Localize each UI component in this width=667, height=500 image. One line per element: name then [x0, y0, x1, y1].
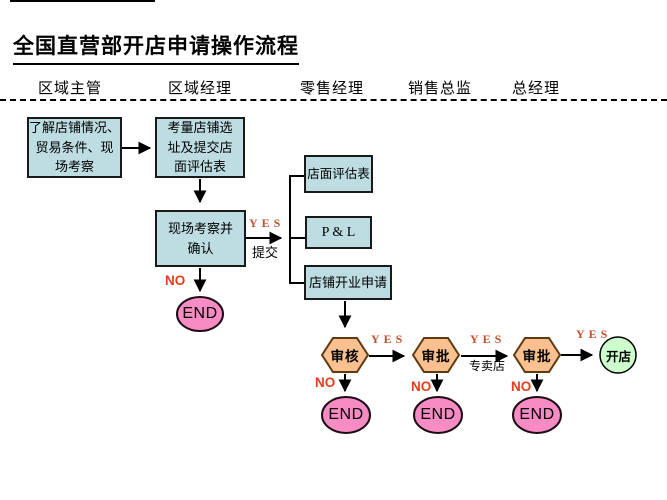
- process-line: 考量店铺选: [167, 120, 233, 136]
- end1-label: END: [182, 305, 218, 322]
- review-hexagon: [320, 337, 370, 373]
- yes-label-2: YES: [371, 332, 407, 346]
- franchise-label: 专卖店: [469, 359, 506, 373]
- process-line: 面评估表: [173, 159, 226, 175]
- end4-ellipse: [512, 396, 562, 434]
- yes-label-3: YES: [470, 332, 506, 346]
- process-line: 了解店铺情况、: [29, 120, 121, 136]
- submit-label: 提交: [252, 245, 279, 260]
- process-line: 址及提交店: [167, 139, 233, 155]
- approve2-hexagon: [512, 337, 562, 373]
- process-line: 店铺开业申请: [308, 274, 387, 290]
- end1-ellipse: [176, 296, 224, 332]
- approve1-hexagon: [411, 337, 461, 373]
- lane-header-area-supervisor: 区域主管: [38, 81, 103, 97]
- lane-separator-dashed-line: [0, 99, 667, 101]
- process-line: 场考察: [54, 159, 94, 175]
- yes-label-submit: YES: [249, 216, 285, 230]
- process-store-eval-form: 店面评估表: [304, 155, 373, 193]
- lane-header-area-manager: 区域经理: [168, 81, 233, 97]
- no-label-3: NO: [411, 379, 432, 394]
- process-line: 贸易条件、现: [35, 139, 114, 155]
- yes-label-4: YES: [576, 327, 612, 341]
- process-pnl: P & L: [305, 216, 372, 249]
- approve1-label: 审批: [421, 349, 451, 364]
- process-line: 现场考察并: [167, 221, 233, 236]
- top-rule: [10, 0, 155, 2]
- process-understand-store: 了解店铺情况、 贸易条件、现 场考察: [27, 117, 122, 178]
- page-title: 全国直营部开店申请操作流程: [13, 30, 299, 65]
- end2-ellipse: [321, 396, 371, 434]
- end3-ellipse: [413, 396, 463, 434]
- no-label-1: NO: [165, 273, 186, 288]
- review-label: 审核: [330, 349, 360, 364]
- approve2-label: 审批: [522, 349, 552, 364]
- lane-header-general-manager: 总经理: [512, 81, 561, 97]
- end2-label: END: [328, 406, 364, 423]
- lane-header-retail-manager: 零售经理: [300, 81, 365, 97]
- process-line: 店面评估表: [307, 166, 370, 181]
- open-store-label: 开店: [605, 349, 631, 364]
- open-store-circle: [599, 336, 637, 374]
- process-line: 确认: [187, 240, 214, 256]
- end3-label: END: [420, 406, 456, 423]
- no-label-4: NO: [511, 379, 532, 394]
- end4-label: END: [519, 406, 555, 423]
- process-site-confirm: 现场考察并 确认: [155, 210, 246, 267]
- process-evaluate-site: 考量店铺选 址及提交店 面评估表: [155, 117, 245, 178]
- no-label-2: NO: [315, 375, 336, 390]
- process-line: P & L: [321, 225, 356, 240]
- lane-header-sales-director: 销售总监: [408, 81, 473, 97]
- process-opening-application: 店铺开业申请: [304, 265, 392, 300]
